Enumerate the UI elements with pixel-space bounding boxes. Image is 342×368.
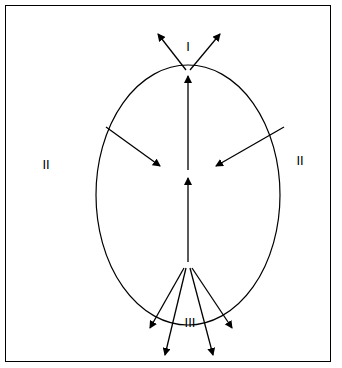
arrow xyxy=(165,268,186,355)
region-lobe: II xyxy=(4,120,108,204)
arrow xyxy=(187,76,188,170)
region-lobe: I xyxy=(138,10,238,80)
region-numeral: II xyxy=(42,158,49,171)
lobe-outline xyxy=(246,118,330,202)
region-lobe: II xyxy=(246,118,330,202)
arrow xyxy=(216,127,284,166)
arrow xyxy=(187,178,188,262)
arrow xyxy=(192,268,232,328)
region-numeral: III xyxy=(185,316,196,329)
arrow xyxy=(190,34,220,70)
main-ellipse xyxy=(96,65,280,325)
region-lobe: III xyxy=(142,284,238,360)
region-numeral: II xyxy=(296,154,303,167)
region-numeral: I xyxy=(186,40,190,53)
arrow xyxy=(106,127,160,166)
arrow xyxy=(158,34,186,70)
arrow xyxy=(190,268,213,355)
lobe-outline xyxy=(4,120,108,204)
